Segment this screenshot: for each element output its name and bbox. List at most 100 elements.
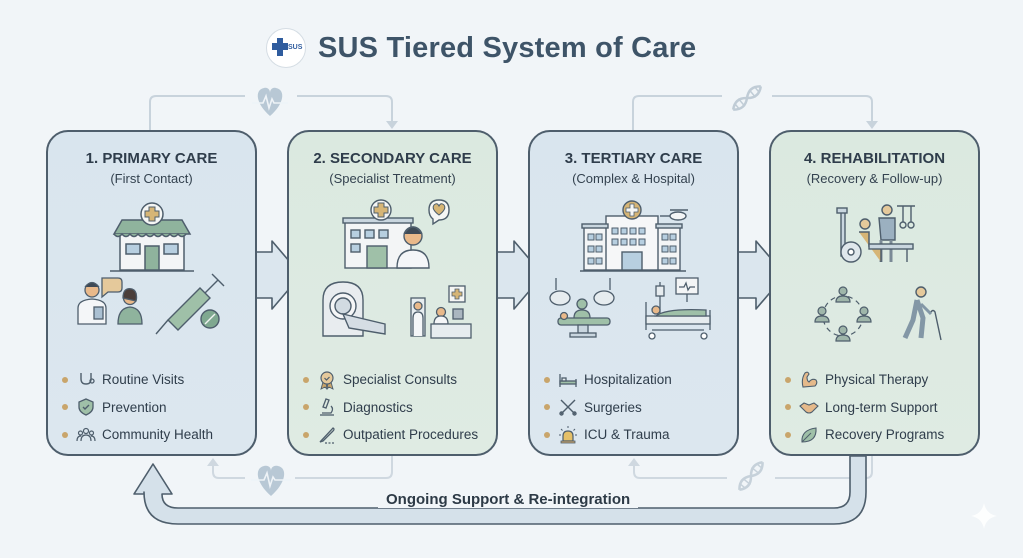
scalpel-icon xyxy=(317,425,337,445)
top-arrowhead-left xyxy=(386,121,398,129)
list-item: Outpatient Procedures xyxy=(303,421,478,449)
surgical-tools-icon xyxy=(558,397,578,417)
loop-arrow xyxy=(133,455,867,525)
bullet-dot xyxy=(303,431,309,438)
specialist-building-doctor-icon xyxy=(342,199,450,269)
hospital-helicopter-icon xyxy=(580,200,688,272)
mri-scanner-icon xyxy=(322,281,386,337)
bottom-arrowhead-right xyxy=(628,458,640,466)
item-label: Physical Therapy xyxy=(825,372,929,388)
header: SUS SUS Tiered System of Care xyxy=(266,26,696,70)
item-label: Specialist Consults xyxy=(343,372,458,388)
list-item: Physical Therapy xyxy=(785,366,944,394)
primary-care-illustration xyxy=(77,202,225,335)
page-title: SUS Tiered System of Care xyxy=(318,31,697,64)
list-item: Prevention xyxy=(62,394,213,422)
stethoscope-icon xyxy=(76,370,96,390)
sus-logo: SUS xyxy=(266,28,306,68)
item-label: Outpatient Procedures xyxy=(343,427,479,443)
doctor-patient-consultation-icon xyxy=(77,277,143,325)
tier-item-list: Routine Visits Prevention Community Heal… xyxy=(62,366,213,449)
tier-panel-rehabilitation: 4. REHABILITATION (Recovery & Follow-up) xyxy=(769,130,980,456)
loop-label: Ongoing Support & Re-integration xyxy=(378,491,639,508)
tier-item-list: Physical Therapy Long-term Support Recov… xyxy=(785,366,944,449)
bullet-dot xyxy=(303,376,309,383)
hospital-bed-monitor-icon xyxy=(645,277,711,340)
top-feedback-connector-right xyxy=(632,95,873,130)
shield-check-icon xyxy=(76,397,96,417)
list-item: Long-term Support xyxy=(785,394,944,422)
tier-item-list: Hospitalization Surgeries ICU & Trauma xyxy=(544,366,672,449)
tier-panel-primary-care: 1. PRIMARY CARE (First Contact) xyxy=(46,130,257,456)
bullet-dot xyxy=(544,431,550,438)
tier-panel-tertiary-care: 3. TERTIARY CARE (Complex & Hospital) xyxy=(528,130,739,456)
dna-icon xyxy=(738,460,764,492)
list-item: ICU & Trauma xyxy=(544,421,672,449)
walking-cane-icon xyxy=(902,286,942,341)
list-item: Diagnostics xyxy=(303,394,478,422)
siren-icon xyxy=(558,425,578,445)
flexed-arm-icon xyxy=(799,370,819,390)
secondary-care-illustration xyxy=(322,199,472,339)
tier-item-list: Specialist Consults Diagnostics Outpatie… xyxy=(303,366,478,449)
bullet-dot xyxy=(62,376,68,383)
handshake-icon xyxy=(799,397,819,417)
item-label: Surgeries xyxy=(584,399,642,415)
community-group-icon xyxy=(76,425,96,445)
bed-icon xyxy=(558,370,578,390)
bullet-dot xyxy=(62,404,68,411)
surgery-table-icon xyxy=(549,278,615,338)
clinic-building-icon xyxy=(110,202,194,272)
item-label: Long-term Support xyxy=(825,399,938,415)
item-label: Community Health xyxy=(102,427,214,443)
bottom-arrowhead-left xyxy=(207,458,219,466)
tertiary-care-illustration xyxy=(549,200,711,340)
tier-title: 1. PRIMARY CARE xyxy=(85,150,218,167)
tier-subtitle: (First Contact) xyxy=(110,171,193,186)
tier-title: 4. REHABILITATION xyxy=(803,150,946,167)
leaf-icon xyxy=(799,425,819,445)
vaccine-syringe-icon xyxy=(155,273,225,335)
list-item: Specialist Consults xyxy=(303,366,478,394)
bullet-dot xyxy=(785,431,791,438)
item-label: Diagnostics xyxy=(343,399,413,415)
dna-icon xyxy=(731,85,763,111)
list-item: Routine Visits xyxy=(62,366,213,394)
bullet-dot xyxy=(785,404,791,411)
svg-text:SUS: SUS xyxy=(288,44,303,51)
item-label: Routine Visits xyxy=(102,372,185,388)
item-label: Prevention xyxy=(102,399,167,415)
bullet-dot xyxy=(544,376,550,383)
tier-subtitle: (Complex & Hospital) xyxy=(572,171,695,186)
tier-subtitle: (Specialist Treatment) xyxy=(329,171,456,186)
bullet-dot xyxy=(785,376,791,383)
sus-cross-logo-icon: SUS xyxy=(272,38,303,56)
item-label: ICU & Trauma xyxy=(584,427,670,443)
award-ribbon-icon xyxy=(317,370,337,390)
list-item: Recovery Programs xyxy=(785,421,944,449)
top-feedback-connector-left xyxy=(149,95,393,130)
heartbeat-icon xyxy=(251,465,291,496)
sparkle-icon xyxy=(971,503,997,529)
tier-title: 3. TERTIARY CARE xyxy=(564,150,703,167)
top-arrowhead-right xyxy=(866,121,878,129)
list-item: Hospitalization xyxy=(544,366,672,394)
physiotherapy-wheelchair-icon xyxy=(836,204,915,263)
bullet-dot xyxy=(62,431,68,438)
list-item: Community Health xyxy=(62,421,213,449)
item-label: Hospitalization xyxy=(584,372,672,388)
rehabilitation-illustration xyxy=(814,204,942,342)
outpatient-desk-icon xyxy=(410,285,472,339)
item-label: Recovery Programs xyxy=(825,427,945,443)
bullet-dot xyxy=(303,404,309,411)
bullet-dot xyxy=(544,404,550,411)
microscope-icon xyxy=(317,397,337,417)
heartbeat-icon xyxy=(252,87,288,116)
bottom-feedback-connector-left xyxy=(212,456,393,479)
tier-subtitle: (Recovery & Follow-up) xyxy=(806,171,943,186)
tier-panel-secondary-care: 2. SECONDARY CARE (Specialist Treatment) xyxy=(287,130,498,456)
tier-title: 2. SECONDARY CARE xyxy=(313,150,472,167)
support-circle-icon xyxy=(814,286,872,342)
list-item: Surgeries xyxy=(544,394,672,422)
